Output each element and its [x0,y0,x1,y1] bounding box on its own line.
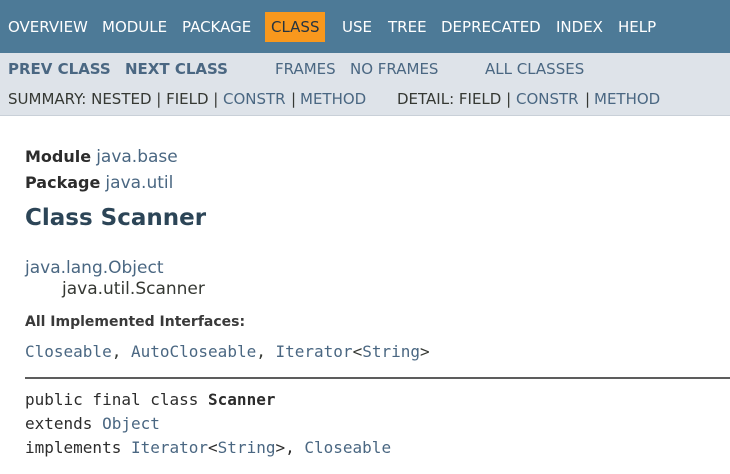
impl-comma: , [285,438,305,457]
inherit-child: java.util.Scanner [62,279,205,299]
implements-keyword: implements [25,438,131,457]
detail-label: DETAIL: FIELD | [397,90,512,108]
generic-open: < [208,438,218,457]
summary-constr-link[interactable]: CONSTR [223,90,286,108]
package-label: Package [25,173,101,192]
extends-line: extends Object [25,414,160,433]
detail-separator: | [585,90,591,108]
module-row: Module java.base [25,147,178,167]
impl-iterator-link[interactable]: Iterator [130,438,209,457]
iface-closeable-link[interactable]: Closeable [25,342,112,361]
detail-method-link[interactable]: METHOD [594,90,661,108]
decl-prefix: public final class [25,390,209,409]
nav-module[interactable]: MODULE [102,18,168,36]
module-label: Module [25,147,92,166]
top-nav-bar: OVERVIEW MODULE PACKAGE CLASS USE TREE D… [0,0,730,53]
impl-closeable-link[interactable]: Closeable [304,438,392,457]
iface-comma: , [256,342,266,361]
module-value-link[interactable]: java.base [96,147,178,167]
extends-keyword: extends [25,414,103,433]
nav-class-active: CLASS [265,12,326,42]
detail-constr-link[interactable]: CONSTR [516,90,579,108]
summary-label: SUMMARY: NESTED | FIELD | [8,90,219,108]
interfaces-list: Closeable, AutoCloseable, Iterator<Strin… [25,342,430,361]
next-class-link[interactable]: NEXT CLASS [125,60,228,78]
summary-method-link[interactable]: METHOD [300,90,367,108]
nav-deprecated[interactable]: DEPRECATED [441,18,541,36]
nav-index[interactable]: INDEX [556,18,603,36]
decl-class-name: Scanner [208,390,276,409]
frames-link[interactable]: FRAMES [275,60,336,78]
inherit-parent-link[interactable]: java.lang.Object [25,258,164,278]
nav-use[interactable]: USE [342,18,372,36]
class-title: Class Scanner [25,205,207,231]
extends-object-link[interactable]: Object [102,414,160,433]
nav-tree[interactable]: TREE [388,18,427,36]
package-value-link[interactable]: java.util [105,173,174,193]
interfaces-label: All Implemented Interfaces: [25,314,246,330]
package-row: Package java.util [25,173,173,193]
nav-help[interactable]: HELP [618,18,657,36]
implements-line: implements Iterator<String>, Closeable [25,438,391,457]
generic-close: > [420,342,430,361]
iface-string-link[interactable]: String [362,342,420,361]
nav-package[interactable]: PACKAGE [182,18,252,36]
iface-autocloseable-link[interactable]: AutoCloseable [130,342,257,361]
prev-class-link[interactable]: PREV CLASS [8,60,111,78]
generic-close: > [275,438,286,457]
divider [25,377,730,379]
no-frames-link[interactable]: NO FRAMES [350,60,439,78]
nav-overview[interactable]: OVERVIEW [8,18,88,36]
iface-iterator-link[interactable]: Iterator [275,342,353,361]
summary-separator: | [291,90,297,108]
all-classes-link[interactable]: ALL CLASSES [485,60,585,78]
impl-string-link[interactable]: String [217,438,276,457]
sub-nav-bar: PREV CLASS NEXT CLASS FRAMES NO FRAMES A… [0,53,730,116]
class-declaration: public final class Scanner [25,390,275,409]
iface-comma: , [111,342,122,361]
generic-open: < [352,342,363,361]
